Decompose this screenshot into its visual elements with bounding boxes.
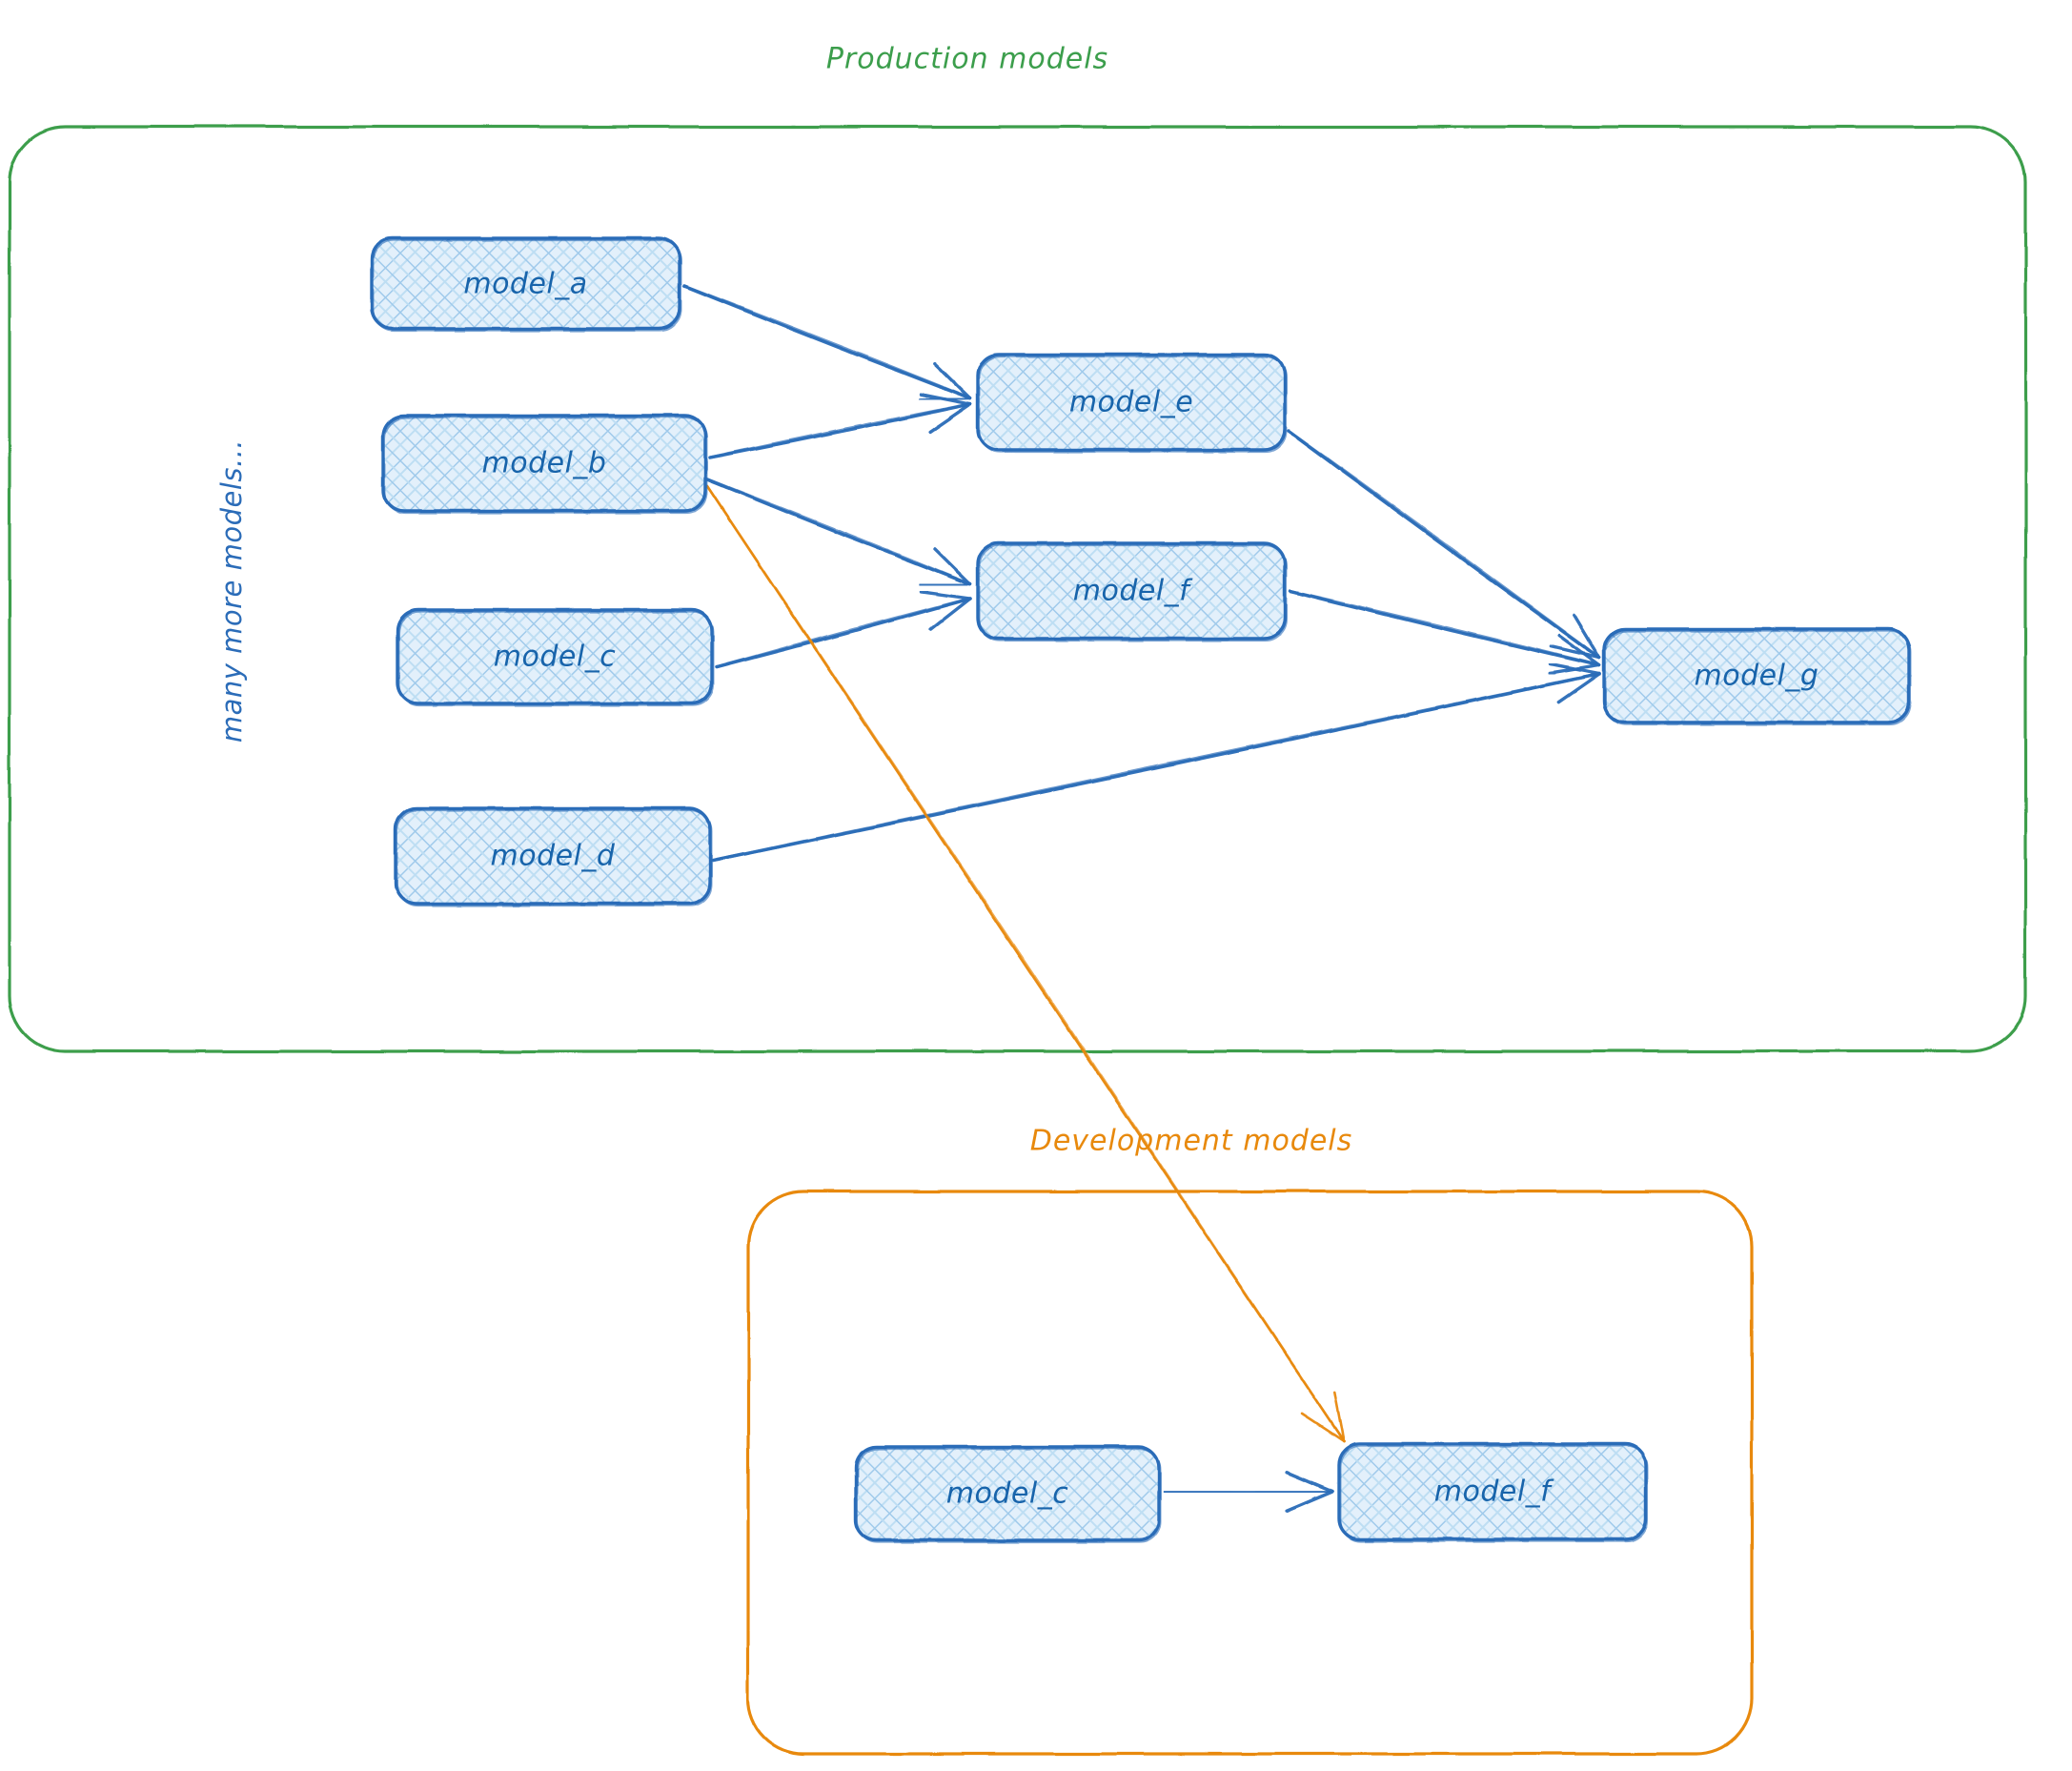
node-hatch-prod_model_a <box>372 238 680 329</box>
node-border-prod_model_c-1 <box>397 610 715 707</box>
edge-a-e-arrowhead-0 <box>933 361 972 400</box>
node-border-dev_model_c-0 <box>854 1445 1161 1542</box>
edge-e-g-arrowhead-1 <box>1549 644 1601 660</box>
edge-b-e <box>708 393 972 459</box>
node-prod_model_f[interactable] <box>976 541 1288 642</box>
node-hatch-dev_model_f <box>1339 1444 1646 1539</box>
edge-c-f <box>715 590 972 669</box>
node-border-prod_model_d-1 <box>396 808 713 907</box>
group-container-production <box>8 125 2027 1053</box>
edge-d-g-arrowhead-0 <box>1549 662 1601 676</box>
node-border-prod_model_d-0 <box>394 806 712 906</box>
node-border-prod_model_f-0 <box>976 541 1287 641</box>
node-hatch-prod_model_e <box>978 355 1285 450</box>
node-hatch-prod_model_d <box>396 808 710 904</box>
edge-f-g <box>1289 589 1601 676</box>
edge-prodb-devf-arrowhead-0 <box>1332 1391 1346 1443</box>
group-containers <box>8 125 2027 1756</box>
node-border-dev_model_c-1 <box>856 1447 1162 1544</box>
edge-d-g-arrowhead-1 <box>1556 672 1601 704</box>
node-prod_model_c[interactable] <box>396 608 715 707</box>
node-prod_model_g[interactable] <box>1602 627 1912 726</box>
node-border-prod_model_f-1 <box>978 543 1288 642</box>
edge-c-f-arrowhead-1 <box>929 597 972 631</box>
edge-prodb-devf <box>705 484 1346 1443</box>
edge-e-g <box>1287 429 1601 660</box>
edge-f-g-arrowhead-0 <box>1557 634 1601 667</box>
edge-b-f <box>705 478 972 587</box>
node-border-dev_model_f-0 <box>1337 1442 1648 1541</box>
node-hatch-prod_model_b <box>383 416 705 511</box>
edge-b-f-arrowhead-0 <box>933 547 972 586</box>
node-prod_model_b[interactable] <box>381 414 708 515</box>
node-border-prod_model_b-1 <box>383 416 708 515</box>
node-border-dev_model_f-1 <box>1339 1444 1649 1543</box>
edge-devc-devf <box>1163 1471 1334 1513</box>
node-hatch-prod_model_f <box>978 543 1285 639</box>
node-prod_model_d[interactable] <box>394 806 713 907</box>
edge-devc-devf-arrowhead-1 <box>1285 1490 1334 1513</box>
edge-b-e-arrowhead-0 <box>920 393 972 406</box>
nodes <box>370 236 1912 1544</box>
node-border-prod_model_e-1 <box>978 355 1288 454</box>
node-prod_model_a[interactable] <box>370 236 682 333</box>
edge-e-g-arrowhead-0 <box>1572 613 1601 660</box>
node-dev_model_c[interactable] <box>854 1445 1162 1544</box>
node-border-prod_model_e-0 <box>976 353 1287 452</box>
edge-d-g <box>711 662 1601 863</box>
node-dev_model_f[interactable] <box>1337 1442 1649 1543</box>
node-hatch-prod_model_g <box>1604 629 1909 723</box>
node-border-prod_model_a-0 <box>370 236 681 331</box>
edge-b-f-arrowhead-1 <box>919 582 972 587</box>
edge-prodb-devf-arrowhead-1 <box>1301 1413 1346 1443</box>
edges <box>682 284 1601 1513</box>
edge-devc-devf-arrowhead-0 <box>1285 1471 1334 1494</box>
edge-a-e <box>682 284 972 402</box>
node-hatch-prod_model_c <box>397 610 712 703</box>
node-border-prod_model_a-1 <box>372 238 682 333</box>
node-hatch-dev_model_c <box>856 1447 1159 1540</box>
node-prod_model_e[interactable] <box>976 353 1288 454</box>
edge-c-f-arrowhead-0 <box>919 590 972 601</box>
node-border-prod_model_b-0 <box>381 414 707 513</box>
node-border-prod_model_c-0 <box>396 608 714 705</box>
node-border-prod_model_g-1 <box>1604 629 1912 726</box>
group-container-development <box>746 1190 1754 1756</box>
node-border-prod_model_g-0 <box>1602 627 1911 724</box>
edge-b-e-arrowhead-1 <box>927 402 972 435</box>
